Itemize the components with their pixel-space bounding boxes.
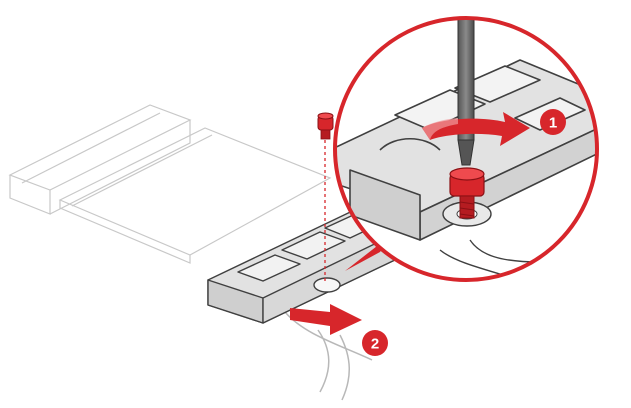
screwdriver-icon xyxy=(457,18,475,166)
step-2-number: 2 xyxy=(371,336,379,353)
step-badge-2: 2 xyxy=(362,330,388,356)
straight-arrow-icon xyxy=(290,304,362,335)
step-1-number: 1 xyxy=(549,115,557,132)
magnifier-circle-icon xyxy=(333,16,599,282)
curved-arrow-icon xyxy=(422,112,530,146)
screw-icon xyxy=(317,112,334,140)
step-badge-1: 1 xyxy=(540,109,566,135)
m2-slot-connector xyxy=(8,104,192,215)
wireless-card xyxy=(58,127,332,264)
zoomed-screw-icon xyxy=(449,167,485,219)
